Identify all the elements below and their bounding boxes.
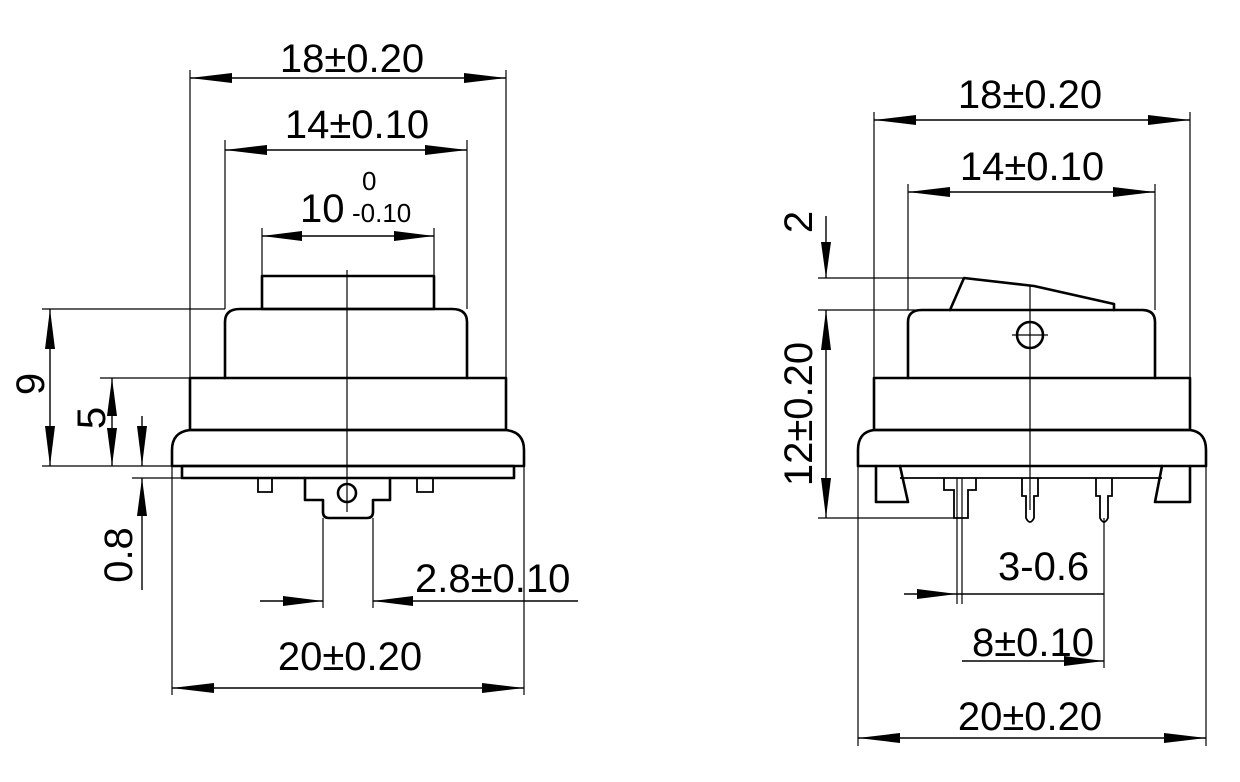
side-terminal-3	[1095, 478, 1113, 523]
side-view: 18±0.20 14±0.10 2 12±0.20 3-0.6 8±0.10	[777, 73, 1208, 746]
front-dim-20-label: 20±0.20	[278, 635, 422, 679]
front-terminal-right	[416, 478, 434, 493]
front-center-terminal	[303, 476, 392, 520]
front-flange	[170, 428, 526, 468]
side-arrow-8-right	[1064, 656, 1104, 666]
side-dim-20-label: 20±0.20	[958, 695, 1102, 739]
side-arrow-06	[917, 589, 957, 599]
arrow-9-bottom	[45, 426, 55, 466]
side-arrow-2-top	[821, 242, 831, 278]
side-dim-12-label: 12±0.20	[777, 342, 821, 486]
side-arrow-14-right	[1113, 187, 1155, 197]
side-arrow-18-right	[1148, 115, 1190, 125]
front-dim-10-tol-upper: 0	[362, 166, 376, 196]
front-dim-10-label: 10	[300, 187, 345, 231]
front-cap	[260, 274, 436, 311]
side-mid-body	[906, 308, 1157, 380]
arrow-5-top	[107, 378, 117, 416]
arrow-14-left	[225, 145, 267, 155]
front-upper-body	[188, 376, 508, 432]
front-dim-14-label: 14±0.10	[285, 103, 429, 147]
side-arrow-18-left	[874, 115, 916, 125]
front-mid-body	[223, 307, 469, 380]
front-view: 18±0.20 14±0.10 10 0 -0.10 9 5	[9, 37, 578, 695]
front-dim-9-label: 9	[9, 373, 53, 395]
arrow-08-top	[137, 426, 147, 466]
front-terminal-left	[257, 478, 273, 493]
side-terminal-1	[943, 478, 977, 519]
front-dim-08-label: 0.8	[97, 527, 141, 583]
front-dim-5-label: 5	[70, 407, 114, 429]
side-upper-body	[872, 376, 1192, 432]
side-arrow-14-left	[908, 187, 950, 197]
arrow-28-right	[373, 596, 413, 606]
arrow-18-left	[190, 73, 232, 83]
side-terminal-2	[1021, 478, 1039, 523]
front-dim-18-label: 18±0.20	[280, 37, 424, 81]
side-clip-right	[1153, 464, 1192, 504]
arrow-28-left	[283, 596, 323, 606]
arrow-5-bottom	[107, 428, 117, 466]
arrow-10-left	[262, 231, 302, 241]
arrow-08-bottom	[137, 478, 147, 516]
side-dim-06-label: 3-0.6	[998, 545, 1089, 589]
front-dim-10-tol-lower: -0.10	[352, 198, 411, 228]
side-flange	[856, 428, 1208, 468]
side-dim-14-label: 14±0.10	[960, 145, 1104, 189]
front-dim-28-label: 2.8±0.10	[415, 557, 570, 601]
side-arrow-20-right	[1164, 733, 1206, 743]
arrow-18-right	[464, 73, 506, 83]
side-arrow-20-left	[858, 733, 900, 743]
arrow-20-right	[482, 683, 524, 693]
side-dim-8-label: 8±0.10	[972, 621, 1094, 665]
side-arrow-12-top	[821, 310, 831, 350]
arrow-20-left	[172, 683, 214, 693]
side-dim-18-label: 18±0.20	[958, 73, 1102, 117]
side-dim-2-label: 2	[777, 211, 821, 233]
arrow-9-top	[45, 309, 55, 349]
arrow-10-right	[394, 231, 434, 241]
side-rocker	[948, 276, 1116, 312]
front-base	[180, 464, 516, 480]
arrow-14-right	[425, 145, 467, 155]
side-arrow-12-bottom	[821, 478, 831, 518]
side-clip-left	[874, 464, 910, 504]
